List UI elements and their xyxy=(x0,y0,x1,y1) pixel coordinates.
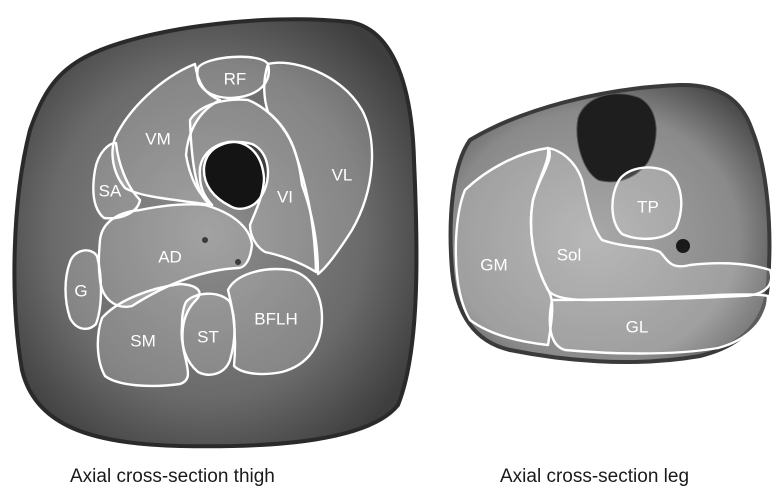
sa-muscle xyxy=(92,141,142,220)
tibia-bone xyxy=(576,93,657,183)
g-muscle xyxy=(64,249,103,330)
ad-label: AD xyxy=(158,247,182,266)
tp-label: TP xyxy=(637,197,659,216)
tp-muscle xyxy=(611,166,683,240)
sol-muscle xyxy=(529,146,773,302)
fibula-bone xyxy=(676,239,690,253)
vm-muscle xyxy=(111,62,222,207)
sol-label: Sol xyxy=(557,245,582,264)
rf-label: RF xyxy=(224,69,247,88)
g-label: G xyxy=(74,281,87,300)
thigh-outline xyxy=(12,17,419,449)
vessel-spot xyxy=(235,259,241,265)
vessel-spot xyxy=(202,237,208,243)
vi-label: VI xyxy=(277,187,293,206)
sa-label: SA xyxy=(99,181,122,200)
leg-outline xyxy=(448,82,772,365)
bflh-muscle xyxy=(226,267,324,376)
gm-label: GM xyxy=(480,255,507,274)
bflh-label: BFLH xyxy=(254,309,297,328)
leg-section: GM Sol TP GL xyxy=(448,82,773,365)
sm-label: SM xyxy=(130,331,156,350)
thigh-caption: Axial cross-section thigh xyxy=(70,466,275,487)
st-label: ST xyxy=(197,327,219,346)
gl-muscle xyxy=(548,293,770,355)
ad-muscle xyxy=(97,203,254,308)
st-muscle xyxy=(180,292,236,376)
vi-muscle xyxy=(188,98,318,274)
vl-label: VL xyxy=(332,165,353,184)
leg-caption: Axial cross-section leg xyxy=(500,466,690,487)
thigh-section: RF VM VL VI SA AD G SM ST BFLH xyxy=(12,17,419,449)
vm-label: VM xyxy=(145,129,171,148)
gl-label: GL xyxy=(626,317,649,336)
